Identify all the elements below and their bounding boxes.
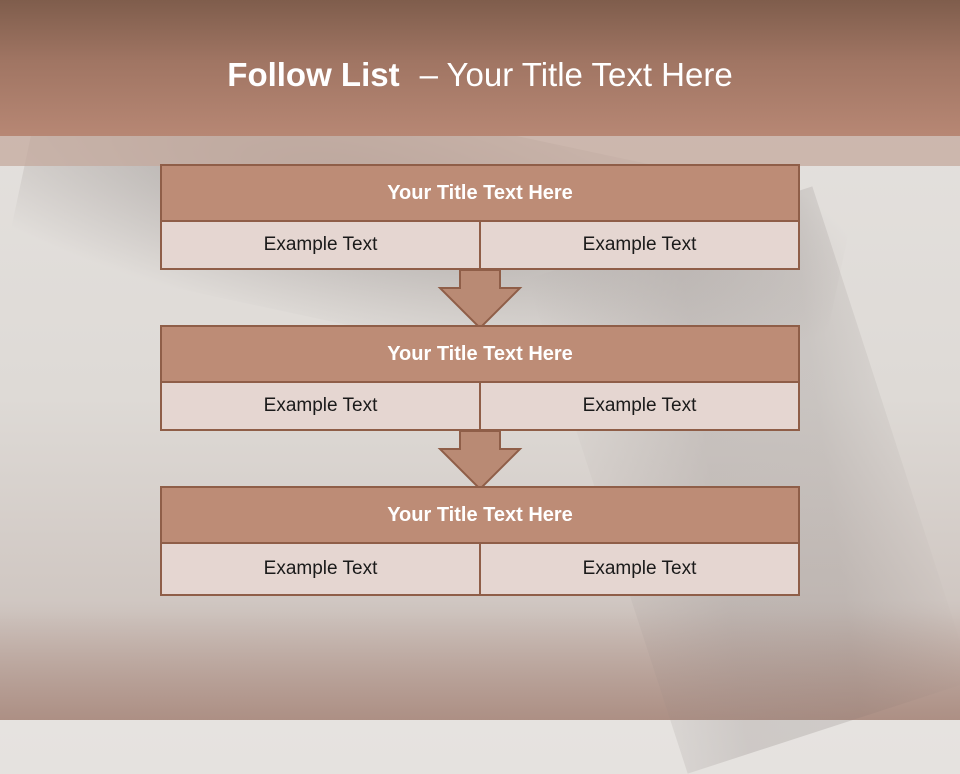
down-arrow-icon <box>437 270 523 330</box>
flow-block-row: Example Text Example Text <box>162 544 798 594</box>
flow-block-cell-left: Example Text <box>263 558 378 579</box>
flow-block-title: Your Title Text Here <box>162 488 798 544</box>
header-strip <box>0 136 960 166</box>
flow-block-2: Your Title Text Here Example Text Exampl… <box>160 325 800 431</box>
flow-block-row: Example Text Example Text <box>162 222 798 268</box>
flow-block-row: Example Text Example Text <box>162 383 798 429</box>
flow-block-3: Your Title Text Here Example Text Exampl… <box>160 486 800 596</box>
background-glass-shape <box>526 186 960 774</box>
header-bar <box>0 0 960 136</box>
page-title-rest: – Your Title Text Here <box>419 56 733 93</box>
page-title-bold: Follow List <box>227 56 400 93</box>
flow-block-cell-right: Example Text <box>479 222 798 268</box>
flow-block-title: Your Title Text Here <box>162 327 798 383</box>
flow-block-cell-right: Example Text <box>479 383 798 429</box>
flow-block-cell-right: Example Text <box>479 544 798 594</box>
flow-block-cell-left: Example Text <box>263 395 378 416</box>
flow-block-title: Your Title Text Here <box>162 166 798 222</box>
page-title: Follow List – Your Title Text Here <box>0 52 960 98</box>
flow-block-1: Your Title Text Here Example Text Exampl… <box>160 164 800 270</box>
flow-block-cell-left: Example Text <box>263 234 378 255</box>
background-bottom-shade <box>0 600 960 720</box>
down-arrow-icon <box>437 431 523 491</box>
